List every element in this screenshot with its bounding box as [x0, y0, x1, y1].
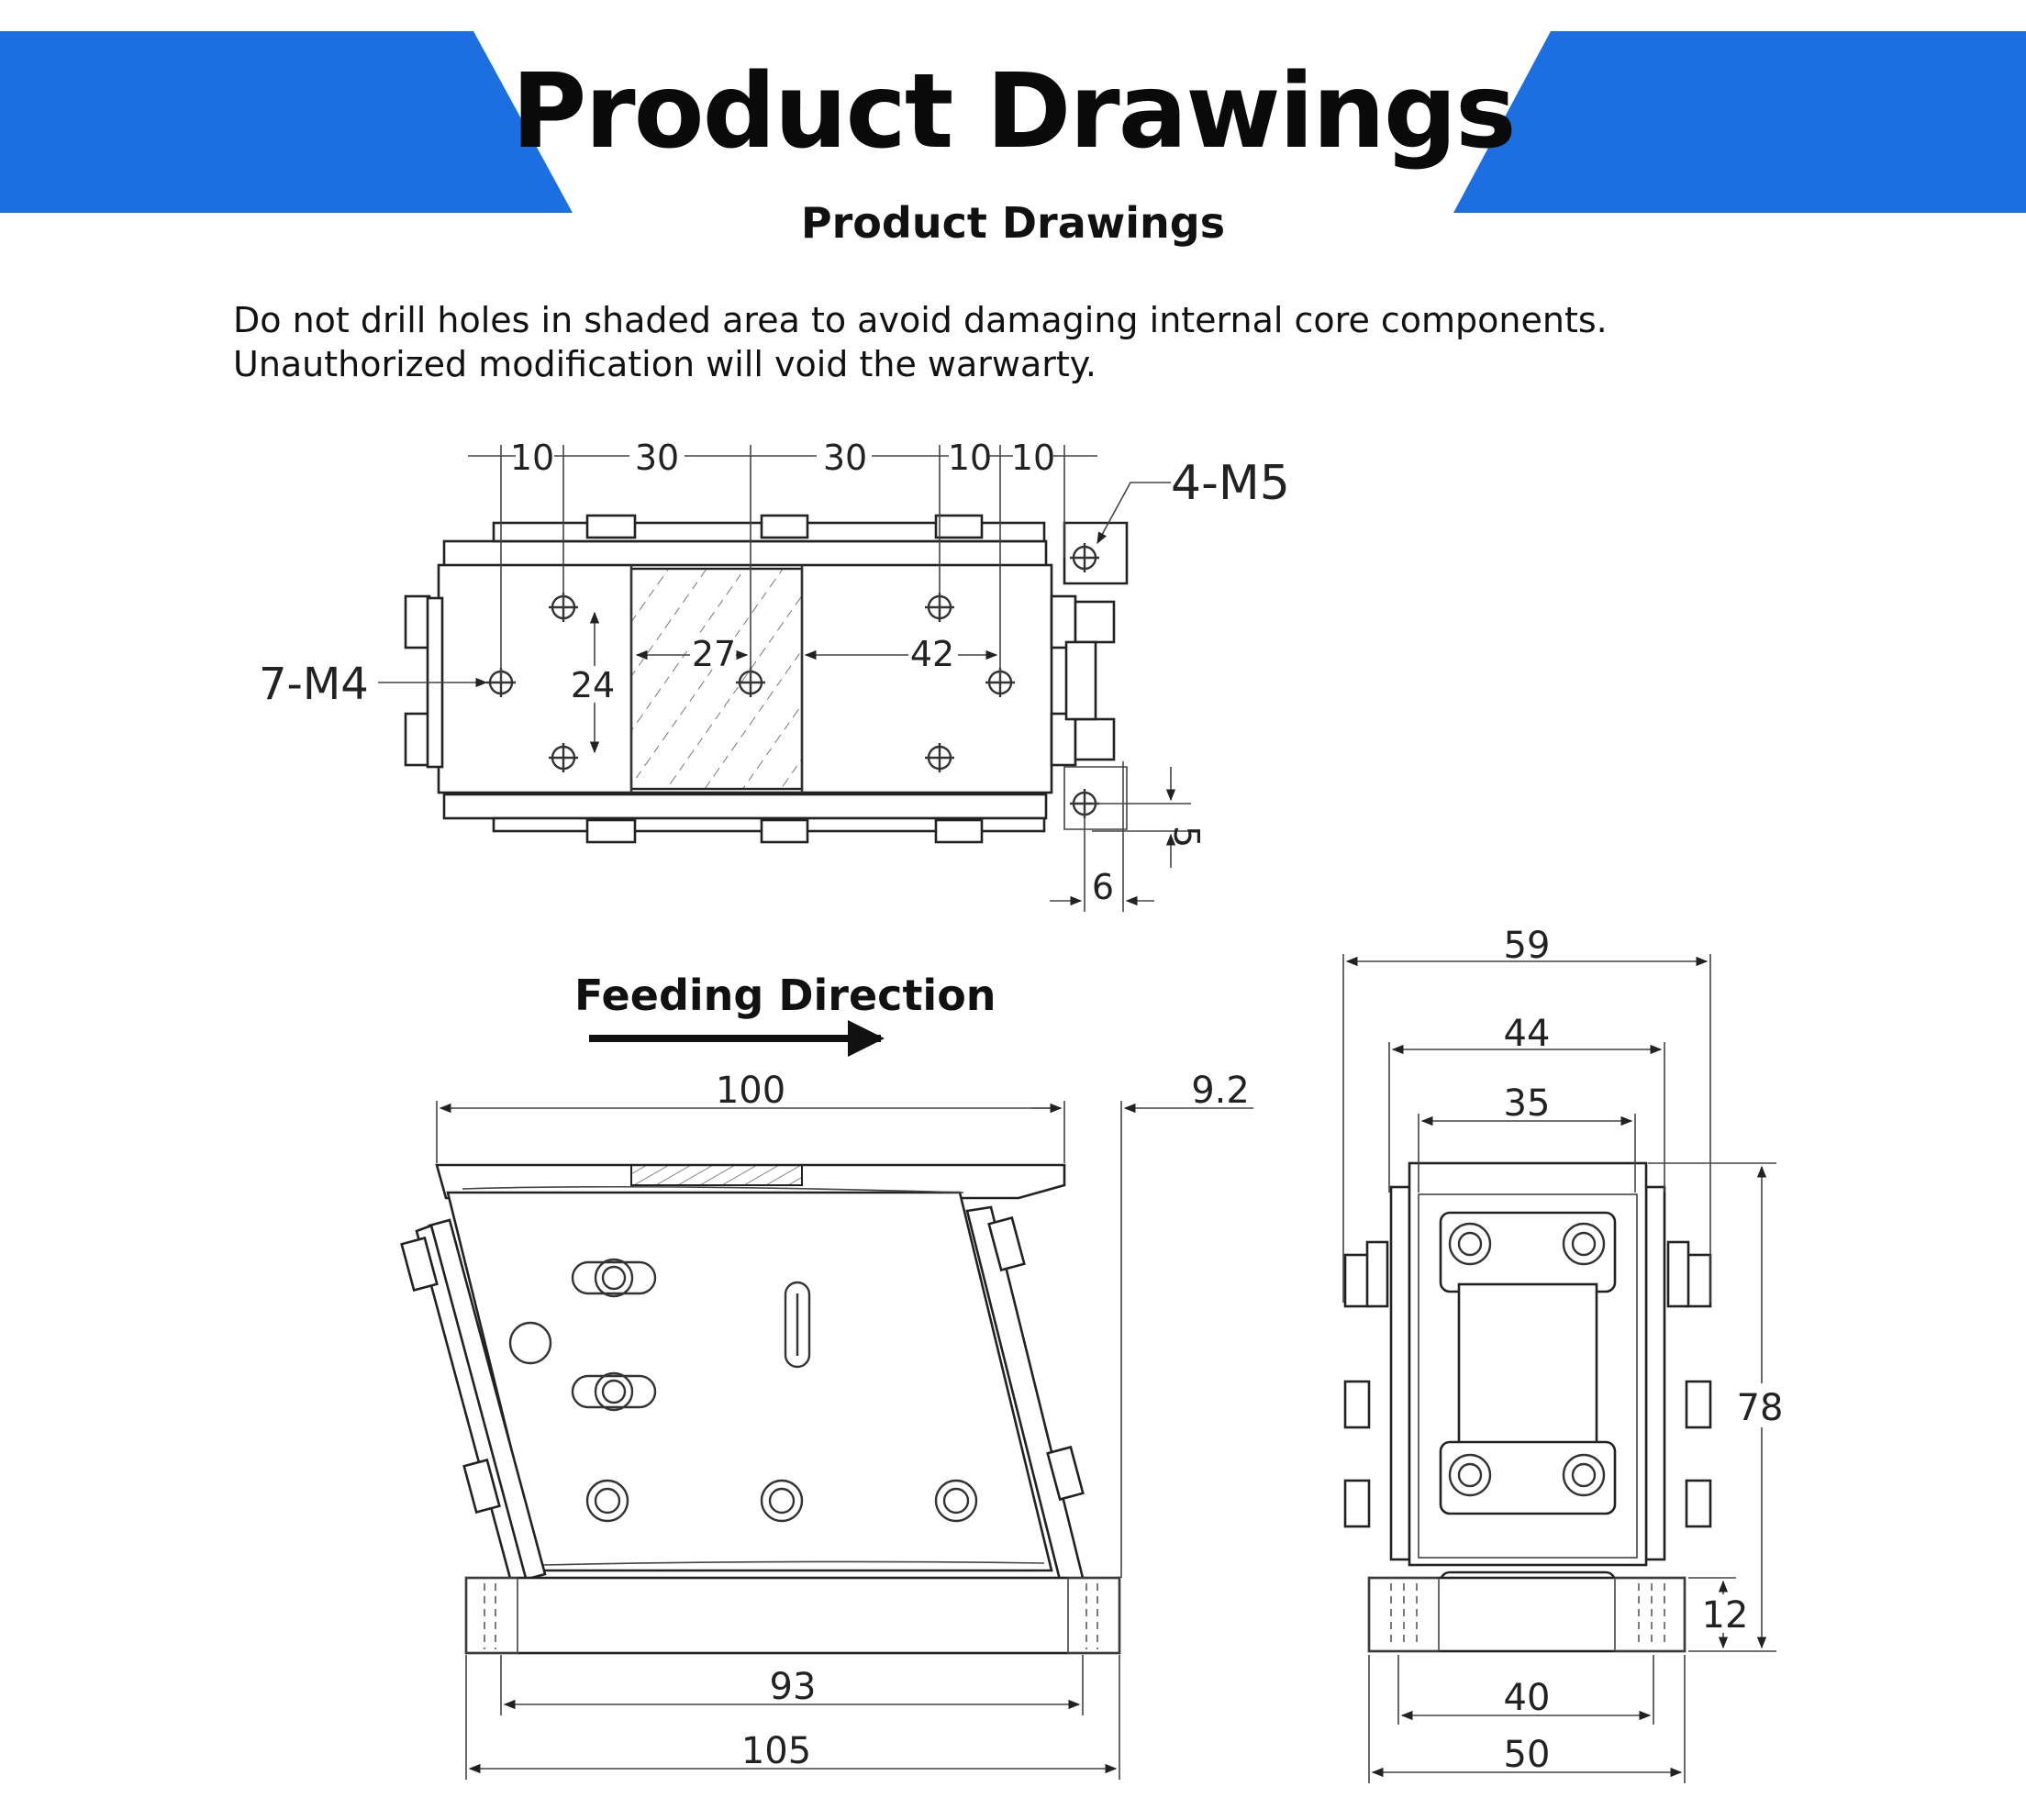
- side-view-body-bottom-edge: [542, 1560, 1045, 1566]
- leader-4-m5: [1096, 482, 1171, 545]
- front-view-knob: [1685, 1380, 1712, 1429]
- dim-line-35: [1418, 1114, 1636, 1193]
- top-view-roller: [1050, 712, 1077, 767]
- dim-35: 35: [1504, 1082, 1551, 1125]
- warning-note-line-1: Do not drill holes in shaded area to avo…: [233, 300, 1608, 340]
- dim-top-10-c: 10: [1011, 438, 1055, 478]
- page-title: Product Drawings: [511, 52, 1516, 172]
- dim-line-59: [1342, 954, 1711, 1303]
- dim-line-50: [1368, 1655, 1686, 1783]
- dim-line-9-2: [1031, 1101, 1253, 1578]
- feeding-direction-label: Feeding Direction: [574, 971, 996, 1020]
- dim-12: 12: [1702, 1594, 1749, 1637]
- banner-right-shape: [1453, 31, 2026, 213]
- dim-top-10-a: 10: [510, 438, 554, 478]
- side-view-base: [464, 1576, 1121, 1655]
- top-view: 10 30 30 10 10 4-M5 7-M4 24 27 42 5: [259, 438, 1290, 912]
- top-view-tab: [585, 818, 637, 844]
- dim-line-105: [465, 1655, 1120, 1780]
- side-view-knob: [1046, 1445, 1085, 1502]
- top-view-roller: [1050, 594, 1077, 649]
- front-view-knob: [1685, 1253, 1712, 1308]
- page-subtitle: Product Drawings: [800, 198, 1226, 248]
- dim-line-44: [1388, 1042, 1665, 1193]
- top-view-right-plate: [1064, 640, 1097, 721]
- dim-50: 50: [1504, 1734, 1551, 1776]
- front-view-center-block: [1457, 1282, 1598, 1451]
- top-view-tab: [934, 514, 984, 539]
- side-view-bolts: [508, 1258, 978, 1523]
- dim-27: 27: [692, 634, 736, 674]
- front-view-knob: [1666, 1240, 1690, 1308]
- top-view-tab: [585, 514, 637, 539]
- dim-top-30-b: 30: [823, 438, 867, 478]
- dim-line-93: [500, 1655, 1084, 1715]
- dim-line-40: [1397, 1655, 1654, 1725]
- front-view-knob: [1343, 1380, 1371, 1429]
- top-view-roller: [1074, 717, 1116, 761]
- side-view-base-foot: [1067, 1577, 1120, 1654]
- front-view-knob: [1343, 1479, 1371, 1528]
- dim-line-6: [1050, 761, 1154, 912]
- front-view-inner: [1418, 1193, 1638, 1559]
- dim-top-30-a: 30: [635, 438, 679, 478]
- front-view-clamp-middle: [1439, 1440, 1617, 1515]
- side-view-body-top-edge: [462, 1185, 964, 1193]
- top-view-knob: [404, 712, 431, 767]
- warning-note-line-2: Unauthorized modification will void the …: [233, 344, 1096, 384]
- top-view-tab: [934, 818, 984, 844]
- front-view-knob: [1685, 1479, 1712, 1528]
- front-view-side-plate: [1389, 1185, 1411, 1561]
- front-view-base-hatch: [1390, 1583, 1665, 1648]
- dim-59: 59: [1504, 925, 1551, 967]
- side-view-knob: [462, 1458, 501, 1515]
- dim-6: 6: [1092, 867, 1114, 907]
- dim-5: 5: [1166, 826, 1207, 848]
- dim-9-2: 9.2: [1191, 1070, 1250, 1112]
- side-view-knob: [400, 1236, 439, 1293]
- top-view-shaded-area: [629, 567, 804, 791]
- dim-100: 100: [716, 1070, 785, 1112]
- front-view-knob: [1365, 1240, 1389, 1308]
- front-view-base-foot: [1368, 1577, 1440, 1652]
- dim-24: 24: [571, 665, 615, 705]
- top-view-knob: [404, 594, 431, 649]
- top-view-roller: [1074, 600, 1116, 644]
- label-4-m5: 4-M5: [1171, 456, 1290, 511]
- side-view: 100 9.2 93 105: [400, 1070, 1253, 1780]
- dim-78: 78: [1737, 1387, 1784, 1429]
- front-view-knob: [1343, 1253, 1371, 1308]
- dim-93: 93: [770, 1666, 817, 1708]
- top-view-rail-bottom: [442, 793, 1048, 820]
- front-view-base-foot: [1614, 1577, 1686, 1652]
- banner-left-shape: [0, 31, 573, 213]
- top-view-tab: [760, 818, 809, 844]
- front-view-base: [1367, 1576, 1686, 1653]
- top-view-tab: [760, 514, 809, 539]
- label-7-m4: 7-M4: [259, 659, 369, 710]
- top-view-bracket: [1063, 766, 1128, 830]
- header-banner: [0, 31, 2026, 213]
- side-view-base-hatch: [484, 1583, 1098, 1649]
- top-dimension-chain: [468, 445, 1097, 682]
- front-view: 59 44 35 78 12: [1342, 925, 1786, 1783]
- dim-line-5: [1092, 767, 1191, 868]
- dim-line-100: [436, 1101, 1065, 1163]
- dim-42: 42: [910, 634, 954, 674]
- dim-40: 40: [1504, 1677, 1551, 1719]
- side-view-base-foot: [465, 1577, 518, 1654]
- dim-44: 44: [1504, 1013, 1551, 1055]
- side-view-body: [446, 1191, 1053, 1572]
- dim-top-10-b: 10: [948, 438, 992, 478]
- front-view-side-plate: [1644, 1185, 1666, 1561]
- side-view-knob: [987, 1215, 1026, 1272]
- dim-105: 105: [741, 1730, 811, 1772]
- side-view-shaded-area: [630, 1164, 803, 1186]
